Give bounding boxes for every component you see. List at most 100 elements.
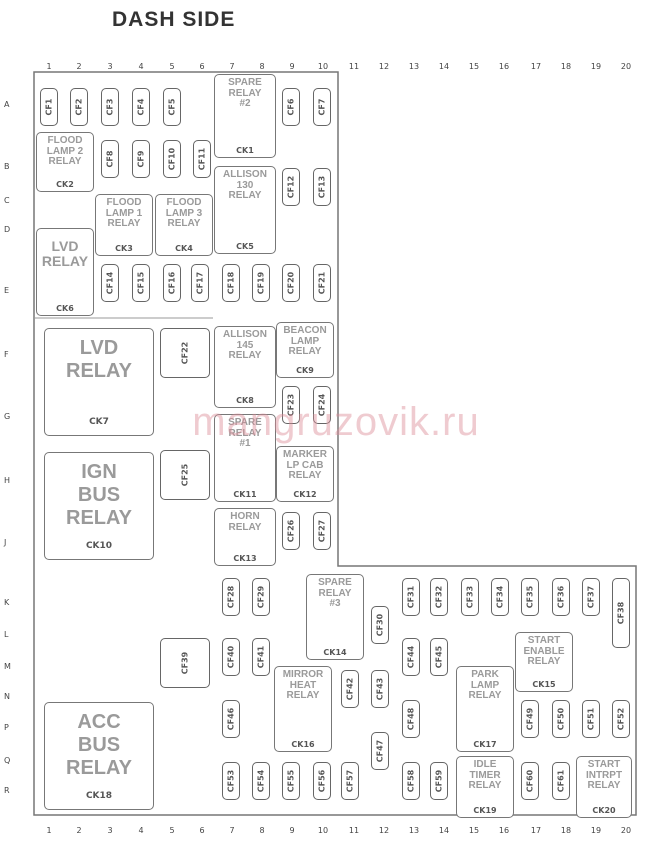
relay-ck13: HORN RELAY CK13 [214,508,276,566]
fuse-cf19: CF19 [252,264,270,302]
column-number: 14 [438,62,450,71]
fuse-cf44: CF44 [402,638,420,676]
fuse-label: CF51 [586,707,596,731]
relay-name: START INTRPT RELAY [585,759,623,791]
fuse-label: CF11 [197,147,207,171]
column-number: 18 [560,62,572,71]
fuse-label: CF12 [286,175,296,199]
relay-id: CK13 [233,554,257,563]
column-number: 18 [560,826,572,835]
relay-id: CK15 [532,680,556,689]
relay-name: IDLE TIMER RELAY [468,759,502,791]
fuse-cf16: CF16 [163,264,181,302]
column-number: 9 [289,62,295,71]
fuse-label: CF57 [345,769,355,793]
relay-id: CK17 [473,740,497,749]
column-number: 19 [590,826,602,835]
fuse-label: CF55 [286,769,296,793]
relay-name: MARKER LP CAB RELAY [283,449,327,481]
fuse-cf42: CF42 [341,670,359,708]
row-letter: K [4,598,10,607]
relay-id: CK14 [323,648,347,657]
row-letter: B [4,162,10,171]
fuse-label: CF15 [136,271,146,295]
fuse-label: CF37 [586,585,596,609]
fuse-label: CF39 [180,651,190,675]
relay-name: IGN BUS RELAY [66,461,132,529]
fuse-label: CF47 [375,739,385,763]
fuse-label: CF30 [375,613,385,637]
fuse-cf51: CF51 [582,700,600,738]
relay-id: CK3 [115,244,133,253]
fuse-label: CF10 [167,147,177,171]
fuse-label: CF33 [465,585,475,609]
relay-name: LVD RELAY [41,238,89,269]
fuse-label: CF6 [286,98,296,116]
fuse-label: CF8 [105,150,115,168]
column-number: 17 [530,826,542,835]
column-number: 1 [46,826,52,835]
fuse-label: CF34 [495,585,505,609]
fuse-label: CF16 [167,271,177,295]
column-number: 3 [107,826,113,835]
column-number: 20 [620,826,632,835]
fuse-label: CF59 [434,769,444,793]
fuse-label: CF17 [195,271,205,295]
fuse-cf37: CF37 [582,578,600,616]
relay-id: CK7 [89,417,109,427]
fuse-cf27: CF27 [313,512,331,550]
column-number: 10 [317,62,329,71]
fuse-cf33: CF33 [461,578,479,616]
column-number: 10 [317,826,329,835]
fuse-label: CF44 [406,645,416,669]
fuse-label: CF20 [286,271,296,295]
fuse-cf21: CF21 [313,264,331,302]
fuse-label: CF5 [167,98,177,116]
column-number: 14 [438,826,450,835]
relay-id: CK4 [175,244,193,253]
watermark: mangruzovik.ru [192,400,480,444]
fuse-label: CF27 [317,519,327,543]
fuse-label: CF29 [256,585,266,609]
column-number: 5 [169,826,175,835]
column-number: 9 [289,826,295,835]
fuse-label: CF46 [226,707,236,731]
fuse-label: CF13 [317,175,327,199]
relay-name: HORN RELAY [228,511,262,533]
fuse-label: CF54 [256,769,266,793]
fuse-cf36: CF36 [552,578,570,616]
fuse-cf28: CF28 [222,578,240,616]
relay-id: CK1 [236,146,254,155]
fuse-label: CF25 [180,463,190,487]
fuse-cf13: CF13 [313,168,331,206]
column-number: 3 [107,62,113,71]
fuse-cf57: CF57 [341,762,359,800]
relay-name: ALLISON 130 RELAY [223,169,267,201]
fuse-cf30: CF30 [371,606,389,644]
column-number: 7 [229,62,235,71]
fuse-label: CF19 [256,271,266,295]
column-number: 19 [590,62,602,71]
row-letter: E [4,286,10,295]
fuse-label: CF21 [317,271,327,295]
column-number: 20 [620,62,632,71]
relay-name: ACC BUS RELAY [66,711,132,779]
fuse-cf5: CF5 [163,88,181,126]
fuse-cf54: CF54 [252,762,270,800]
column-number: 6 [199,62,205,71]
column-number: 16 [498,826,510,835]
fuse-cf3: CF3 [101,88,119,126]
row-letter: J [4,538,7,547]
